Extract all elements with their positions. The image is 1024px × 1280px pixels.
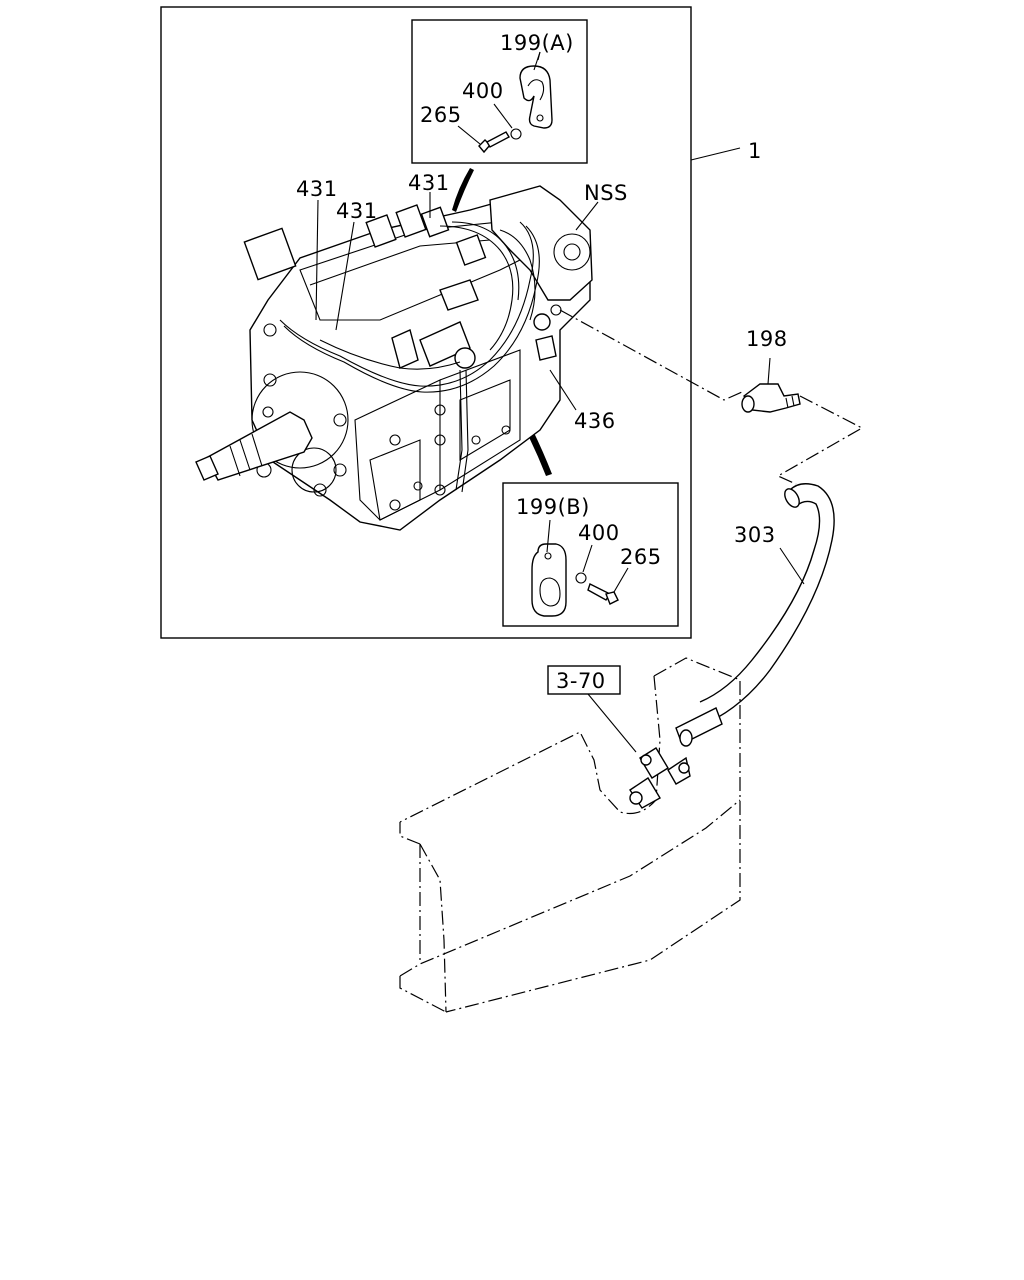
connection-line-2 [776, 395, 864, 485]
washer-b-drawing [575, 544, 593, 584]
inset-a-frame [411, 19, 588, 164]
clip-a-drawing [519, 51, 553, 129]
inset-b-frame [502, 482, 679, 627]
leader-ref [587, 693, 637, 753]
callout-431-left: 431 [296, 177, 338, 201]
callout-washer-b: 400 [578, 521, 620, 545]
pointer-wedge-a [452, 168, 474, 212]
callout-clip-a: 199(A) [500, 31, 574, 55]
callout-clip-b: 199(B) [516, 495, 590, 519]
callout-elbow: 198 [746, 327, 788, 351]
bolt-b-drawing [587, 567, 629, 605]
transmission-drawing [195, 185, 593, 531]
leader-436 [549, 369, 577, 411]
bolt-a-drawing [457, 125, 510, 154]
clip-b-drawing [531, 519, 567, 617]
hose-303-drawing [699, 483, 835, 727]
connection-line-1 [559, 309, 743, 401]
callout-ref: 3-70 [556, 669, 606, 693]
callout-431-top: 431 [408, 171, 450, 195]
assembly-frame [160, 6, 692, 639]
ref-box [547, 665, 621, 695]
callout-bolt-a: 265 [420, 103, 462, 127]
callout-436: 436 [574, 409, 616, 433]
callout-washer-a: 400 [462, 79, 504, 103]
callout-assembly: 1 [748, 139, 762, 163]
leader-assembly [690, 147, 741, 161]
leader-400-a-extra [537, 51, 541, 61]
elbow-fitting-drawing [741, 357, 801, 413]
washer-a-drawing [493, 103, 522, 140]
leader-431-left [315, 199, 319, 321]
leader-431-mid [335, 221, 355, 331]
callout-nss: NSS [584, 181, 628, 205]
frame-rail-drawing [399, 657, 741, 1013]
callout-431-mid: 431 [336, 199, 378, 223]
leader-nss [575, 201, 599, 231]
callout-bolt-b: 265 [620, 545, 662, 569]
callout-hose-303: 303 [734, 523, 776, 547]
